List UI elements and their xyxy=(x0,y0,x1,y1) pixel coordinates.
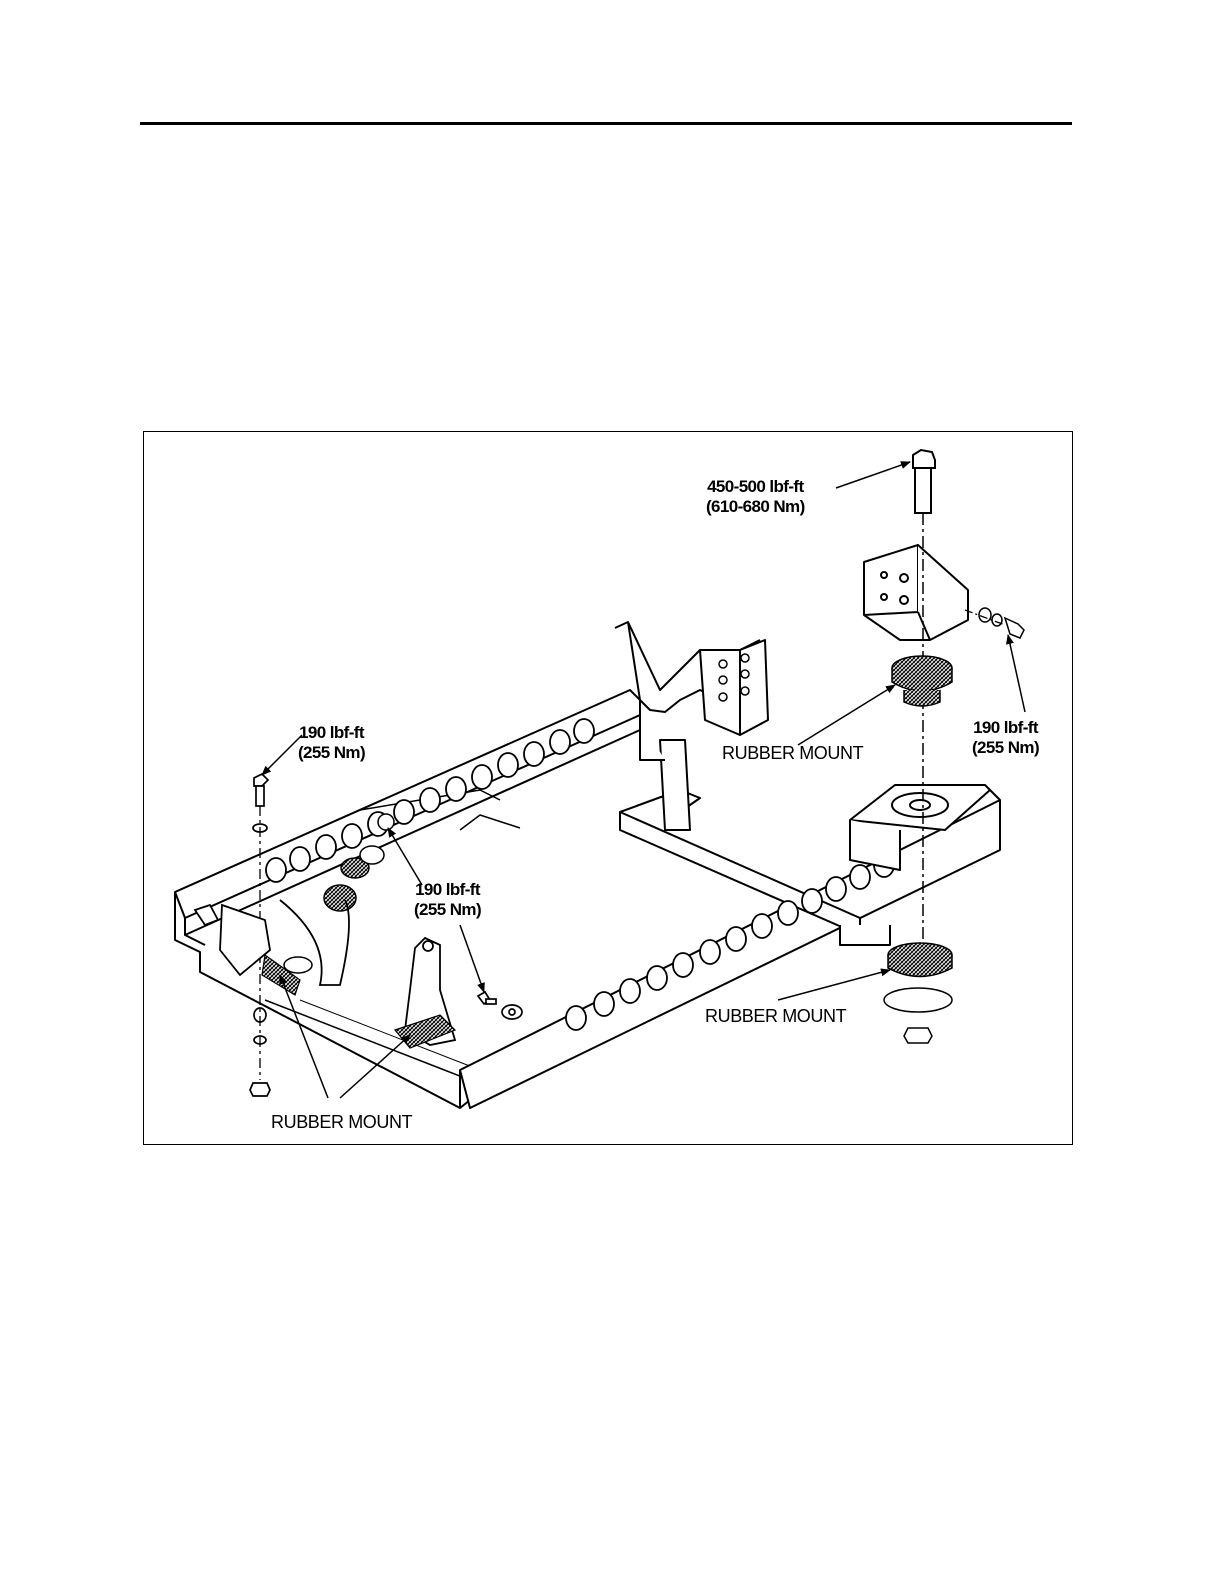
center-bracket-bolt-holes xyxy=(719,654,749,701)
center-bolt-torque-lbf: 190 lbf-ft xyxy=(414,880,481,900)
leader-center-bolt xyxy=(460,925,484,992)
leader-right-bolt xyxy=(1008,635,1025,712)
leader-left-bolt xyxy=(262,735,302,775)
right-bolt-torque-callout: 190 lbf-ft (255 Nm) xyxy=(972,718,1039,758)
leader-lower-rubber xyxy=(778,970,890,1000)
leader-top-bolt xyxy=(836,462,910,488)
rubber-mount-label-upper-right: RUBBER MOUNT xyxy=(722,743,863,764)
top-bolt-torque-nm: (610-680 Nm) xyxy=(706,497,805,517)
left-bolt-torque-lbf: 190 lbf-ft xyxy=(298,723,365,743)
leader-bottom-rubber-a xyxy=(280,975,328,1098)
rubber-mount-label-lower-right: RUBBER MOUNT xyxy=(705,1006,846,1027)
right-bolt-torque-nm: (255 Nm) xyxy=(972,738,1039,758)
rubber-mount-label-bottom-left: RUBBER MOUNT xyxy=(271,1112,412,1133)
left-end-bracket xyxy=(195,905,270,975)
center-bolt-torque-callout: 190 lbf-ft (255 Nm) xyxy=(414,880,481,920)
lower-right-washer xyxy=(884,988,952,1012)
top-bolt xyxy=(913,450,935,513)
top-bolt-torque-lbf: 450-500 lbf-ft xyxy=(706,477,805,497)
right-upper-bracket xyxy=(864,545,968,640)
center-bolt xyxy=(478,992,522,1019)
leader-upper-rubber xyxy=(798,685,895,745)
center-bracket xyxy=(615,622,768,830)
center-bolt-torque-nm: (255 Nm) xyxy=(414,900,481,920)
lower-right-rubber-mount xyxy=(888,943,952,977)
left-bolt-torque-callout: 190 lbf-ft (255 Nm) xyxy=(298,723,365,763)
top-bolt-torque-callout: 450-500 lbf-ft (610-680 Nm) xyxy=(706,477,805,517)
upper-right-rubber-mount xyxy=(892,656,952,706)
leader-bottom-rubber-b xyxy=(340,1035,410,1098)
left-bolt-torque-nm: (255 Nm) xyxy=(298,743,365,763)
right-bolt-torque-lbf: 190 lbf-ft xyxy=(972,718,1039,738)
lower-right-nut xyxy=(904,1028,932,1043)
